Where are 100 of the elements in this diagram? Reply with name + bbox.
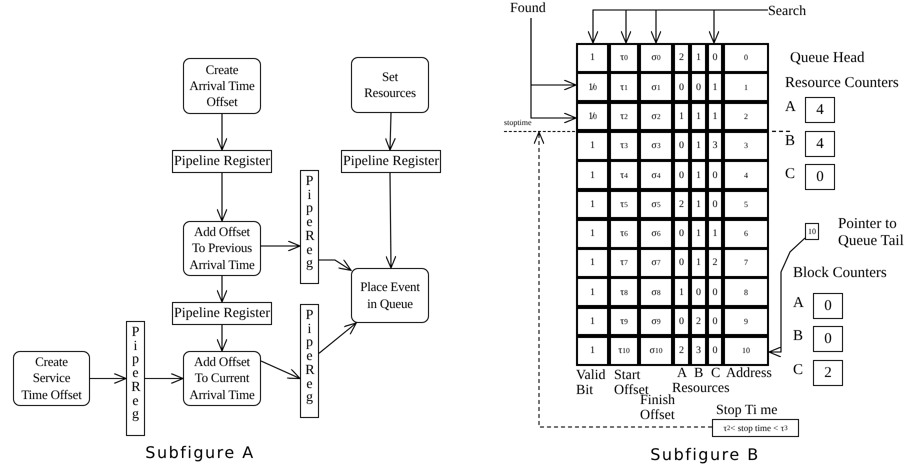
arrow — [319, 259, 352, 271]
table-cell: 1 — [576, 160, 609, 190]
table-cell: 0 — [673, 218, 690, 249]
table-cell: 1 — [673, 277, 690, 308]
line-label: stoptime — [504, 118, 532, 127]
column-header: C — [711, 367, 722, 382]
table-cell: 2 — [673, 336, 690, 366]
table-cell: 1 — [576, 190, 609, 220]
column-header: Valid Bit — [576, 369, 607, 398]
counter-box: 0 — [813, 293, 843, 319]
arrow — [216, 114, 228, 151]
table-cell: 3 — [690, 336, 707, 366]
table-cell: 0 — [690, 277, 707, 308]
register-box: Pipeline Register — [172, 302, 272, 325]
heading-text: Queue Head — [790, 51, 866, 67]
table-cell: 2 — [690, 306, 707, 336]
table-cell: 1 — [690, 130, 707, 161]
table-cell: 1 — [690, 190, 707, 220]
arrow — [530, 18, 577, 124]
arrow — [385, 173, 396, 269]
table-cell: 1 — [576, 306, 609, 336]
table-cell: 1 — [707, 218, 723, 249]
table-cell: 1 — [576, 43, 609, 73]
process-box: Add Offset To Previous Arrival Time — [183, 221, 261, 276]
table-cell: 8 — [723, 277, 769, 308]
table-cell: 1 — [690, 102, 707, 132]
arrow — [145, 372, 184, 384]
table-row — [576, 130, 769, 161]
process-box: Place Event in Queue — [351, 268, 429, 323]
table-cell: 0 — [723, 43, 769, 73]
table-cell: 1 — [576, 248, 609, 278]
table-cell: 9 — [723, 306, 769, 336]
counter-box: 0 — [813, 326, 843, 352]
table-cell: 0 — [707, 306, 723, 336]
counter-box: 4 — [805, 131, 835, 157]
register-box: Pipe Reg — [126, 321, 145, 436]
table-cell: 5 — [723, 190, 769, 220]
arrow — [261, 240, 301, 252]
table-cell: 1 — [576, 277, 609, 308]
arrow — [768, 238, 806, 358]
counter-box: 4 — [805, 97, 835, 123]
table-cell: 10 — [723, 336, 769, 366]
table-cell: 2 — [673, 190, 690, 220]
counter-box: 0 — [805, 164, 835, 190]
table-cell: 1 — [576, 130, 609, 161]
column-header: Resources — [672, 382, 731, 396]
heading-text: Block Counters — [793, 266, 888, 282]
arrow — [90, 372, 127, 384]
pointer-caption: Pointer to Queue Tail — [838, 216, 905, 250]
figure-caption: Subfigure B — [649, 447, 761, 464]
heading-text: Resource Counters — [785, 76, 900, 92]
arrow — [216, 276, 228, 303]
table-row — [576, 248, 769, 278]
process-box: Add Offset To Current Arrival Time — [183, 351, 261, 406]
table-row — [576, 102, 769, 132]
process-box: Create Arrival Time Offset — [183, 58, 261, 114]
table-cell: 2 — [707, 248, 723, 278]
table-cell: 0 — [707, 277, 723, 308]
table-row — [576, 218, 769, 249]
table-row — [576, 306, 769, 336]
register-box: Pipeline Register — [341, 150, 441, 173]
box-heading: Stop Ti me — [715, 404, 778, 419]
column-header: A — [677, 367, 688, 382]
table-cell: 4 — [723, 160, 769, 190]
register-box: Pipeline Register — [172, 150, 272, 173]
table-cell: 0 — [673, 306, 690, 336]
counter-label: A — [793, 295, 805, 312]
table-cell: 1 — [690, 43, 707, 73]
dashed-arrow — [533, 131, 712, 428]
table-cell: 2 — [723, 102, 769, 132]
table-cell: 1 — [576, 336, 609, 366]
table-cell: 0 — [673, 160, 690, 190]
table-cell: 0 — [673, 72, 690, 102]
counter-box: 2 — [813, 360, 843, 386]
process-box: Create Service Time Offset — [13, 351, 90, 406]
table-cell: 3 — [723, 130, 769, 161]
stop-time-box — [712, 404, 799, 437]
table-row — [576, 72, 769, 102]
column-header: B — [694, 367, 704, 382]
table-cell: 1 — [690, 248, 707, 278]
table-cell: 1 — [576, 218, 609, 249]
figure-caption: Subfigure A — [144, 445, 256, 462]
counter-label: B — [785, 133, 796, 150]
table-cell: 0 — [707, 43, 723, 73]
table-cell: 0 — [673, 248, 690, 278]
column-header: Address — [726, 367, 773, 382]
counter-label: C — [793, 362, 804, 380]
table-cell: 1 — [690, 160, 707, 190]
table-cell: 0 — [707, 190, 723, 220]
pointer-box: 10 — [805, 223, 819, 240]
table-cell: 6 — [723, 218, 769, 249]
table-cell: 1 — [673, 102, 690, 132]
table-cell: 0 — [673, 130, 690, 161]
table-cell: 0 — [690, 72, 707, 102]
table-cell: 2 — [673, 43, 690, 73]
table-cell: 0 — [707, 336, 723, 366]
register-box: Pipe Reg — [300, 304, 319, 418]
dashed-line — [504, 118, 575, 132]
arrow — [260, 360, 301, 380]
process-box: Set Resources — [351, 57, 429, 113]
